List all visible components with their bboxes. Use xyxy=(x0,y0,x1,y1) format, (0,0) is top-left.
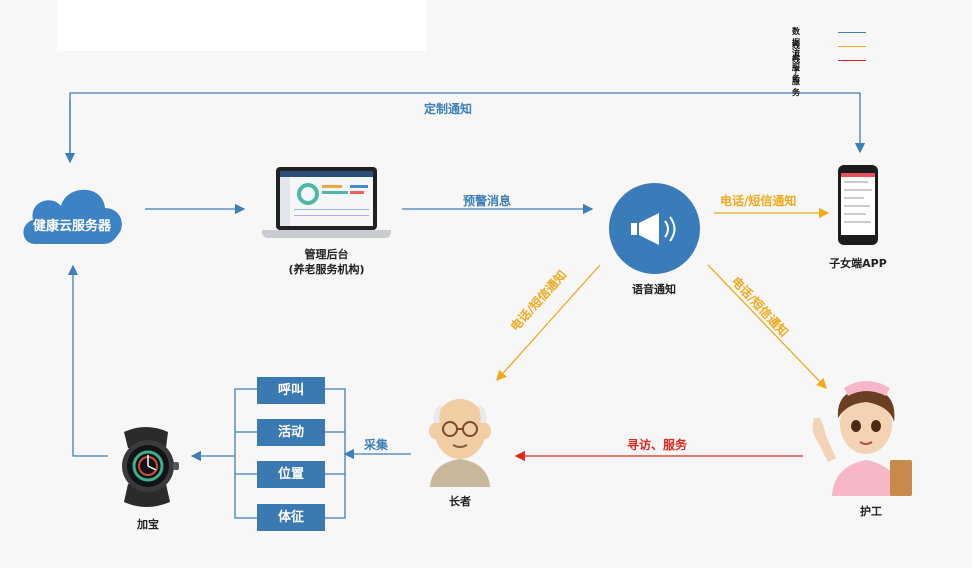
edge-watch-cloud xyxy=(67,264,108,457)
function-activity: 活动 xyxy=(257,419,325,446)
function-location: 位置 xyxy=(257,461,325,488)
edge-label-visit-service: 寻访、服务 xyxy=(627,438,688,452)
elder-icon xyxy=(429,399,491,487)
voice-label: 语音通知 xyxy=(632,283,676,296)
admin-label: 管理后台 xyxy=(304,248,349,261)
edge-voice-elder xyxy=(496,264,601,381)
nurse-label: 护工 xyxy=(860,505,882,518)
megaphone-icon xyxy=(631,213,676,245)
elder-label: 长者 xyxy=(449,495,471,508)
nurse-icon xyxy=(812,381,912,496)
function-call: 呼叫 xyxy=(257,377,325,404)
admin-laptop-icon xyxy=(276,167,377,230)
admin-sublabel: (养老服务机构) xyxy=(288,263,365,276)
header-placeholder-box xyxy=(57,0,426,51)
function-vital-signs: 体征 xyxy=(257,504,325,531)
cloud-icon xyxy=(23,189,122,244)
edge-voice-nurse xyxy=(707,264,827,389)
child-app-label: 子女端APP xyxy=(829,257,887,270)
cloud-server-label: 健康云服务器 xyxy=(32,219,111,234)
edge-label-collect: 采集 xyxy=(364,438,389,452)
edge-label-alert-message: 预警消息 xyxy=(463,194,512,208)
watch-label: 加宝 xyxy=(137,518,159,531)
voice-notification-node xyxy=(609,183,700,274)
smartwatch-icon xyxy=(122,427,179,507)
edge-label-custom-notice: 定制通知 xyxy=(424,102,473,116)
laptop-base xyxy=(262,230,391,238)
edge-label-sms-app: 电话/短信通知 xyxy=(720,194,797,208)
phone-icon xyxy=(838,165,878,245)
